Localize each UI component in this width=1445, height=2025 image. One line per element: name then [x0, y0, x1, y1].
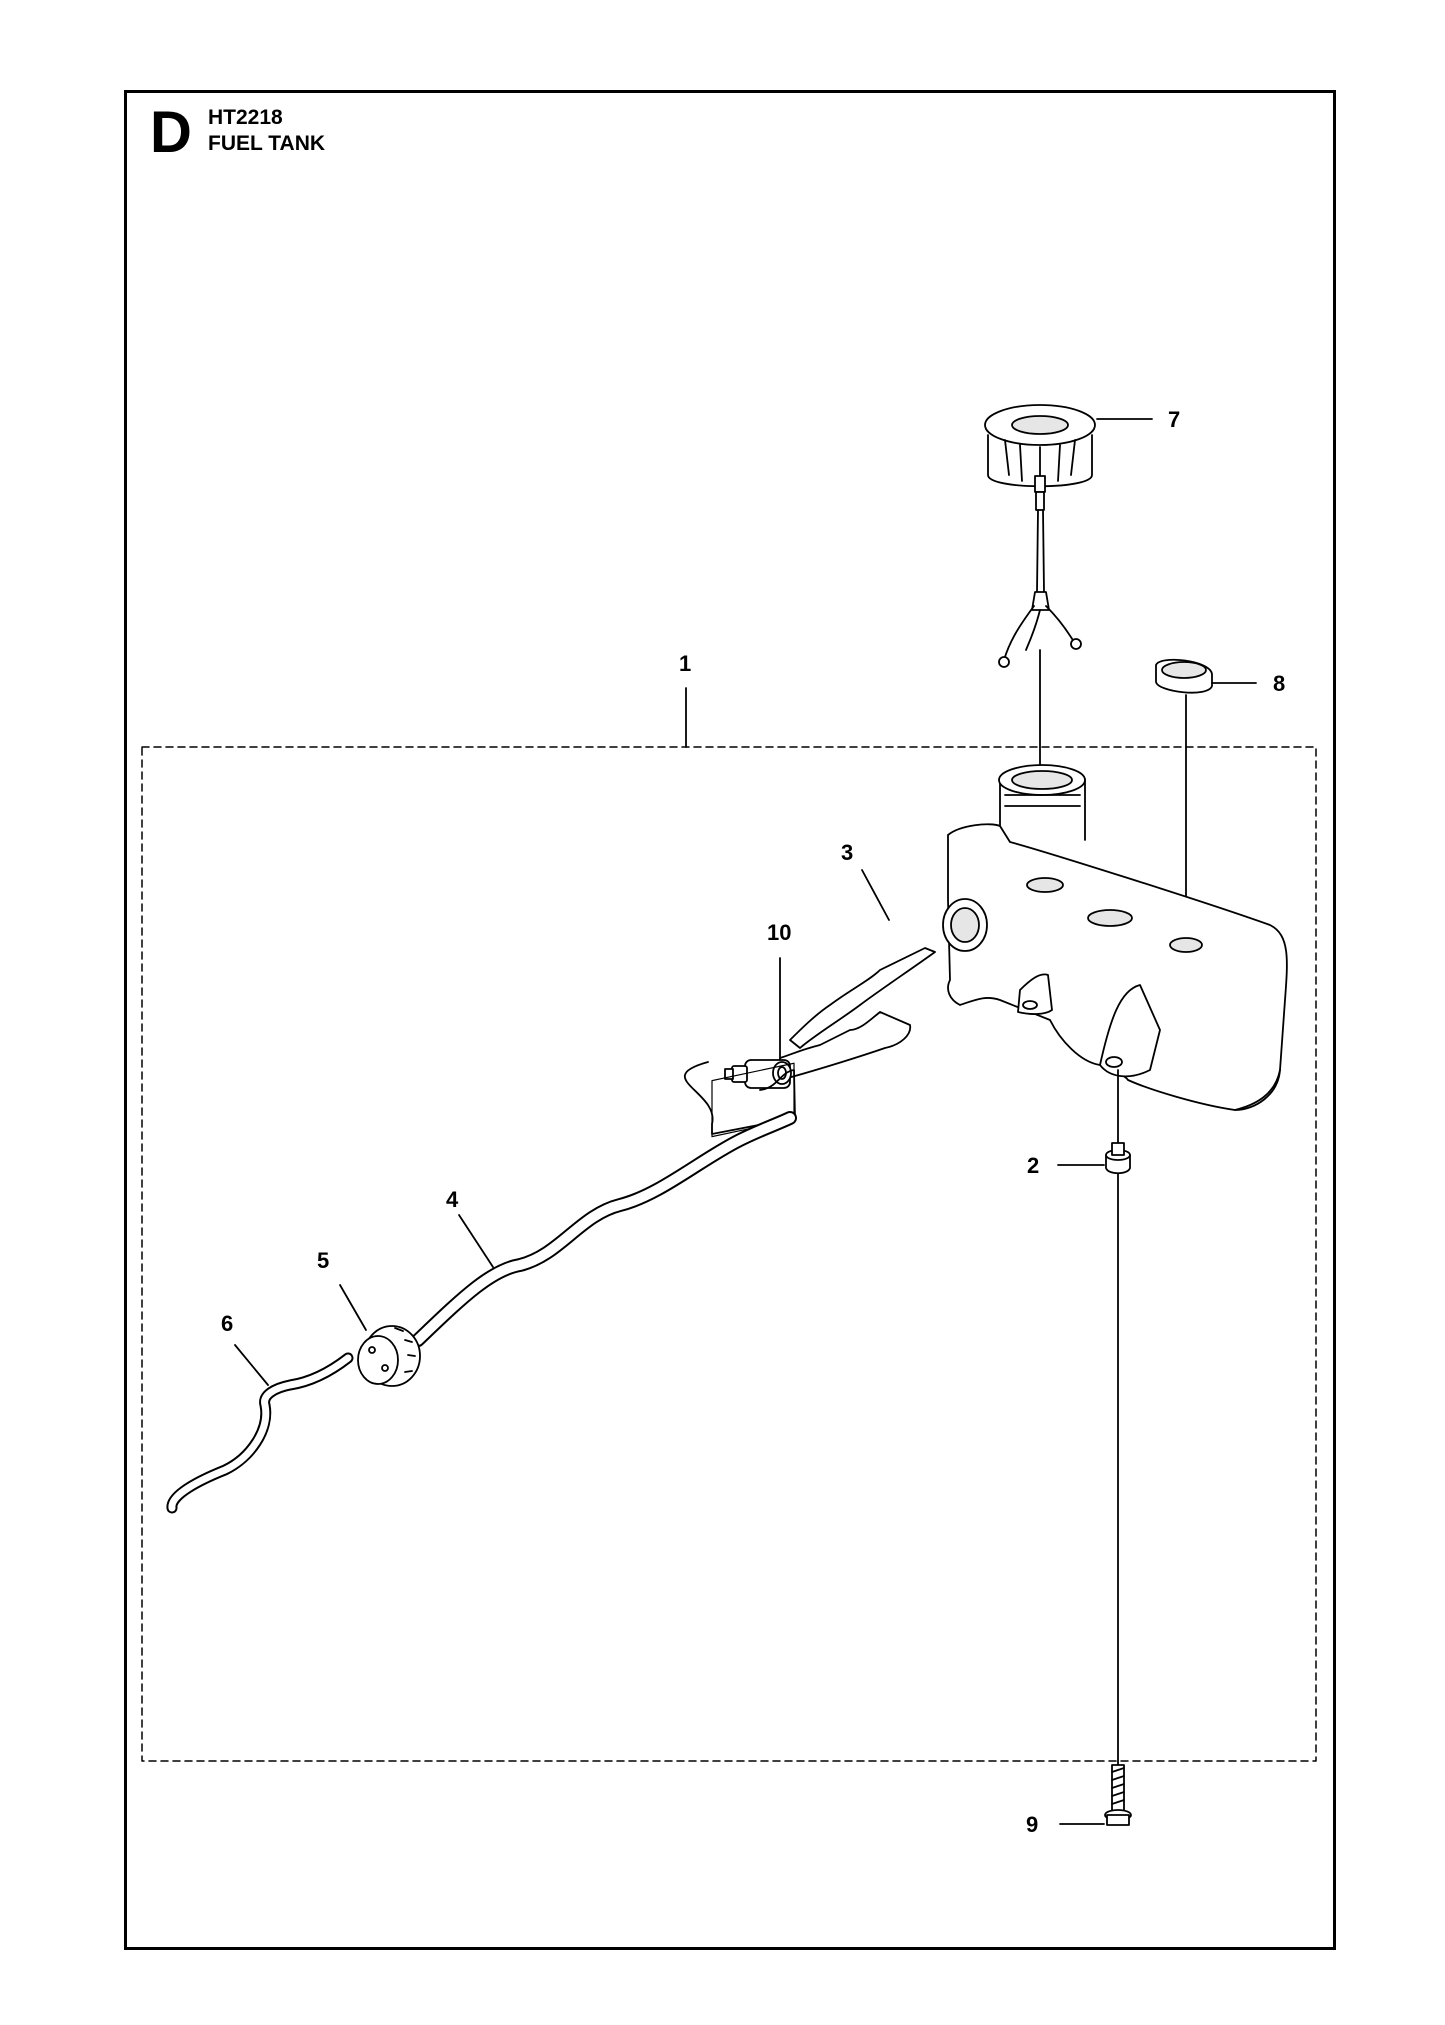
return-hose-inner [168, 1354, 352, 1512]
leader-6 [234, 1344, 269, 1386]
diagram-title: FUEL TANK [208, 132, 326, 155]
rubber-plug-part [1155, 658, 1213, 694]
callout-7: 7 [1168, 407, 1180, 432]
fuel-tank-body [942, 764, 1288, 1111]
diagram-frame [124, 90, 1336, 1950]
grommet-part [1105, 1142, 1131, 1175]
callout-9: 9 [1026, 1812, 1038, 1837]
fuel-hose-inner [413, 1113, 795, 1345]
fuel-hose-part [411, 1111, 797, 1347]
cap-tether-part [998, 509, 1082, 668]
leader-3 [861, 869, 890, 921]
assembly-boundary [141, 746, 1317, 1762]
model-code: HT2218 [208, 106, 283, 129]
callout-5: 5 [317, 1248, 329, 1273]
leader-4 [458, 1214, 494, 1268]
callout-2: 2 [1027, 1153, 1039, 1178]
fuel-filter-part [357, 1325, 421, 1387]
callout-4: 4 [446, 1187, 459, 1212]
callout-8: 8 [1273, 671, 1285, 696]
vent-valve-part [724, 947, 936, 1089]
screw-part [1104, 1764, 1132, 1826]
leader-5 [339, 1284, 367, 1331]
callout-3: 3 [841, 840, 853, 865]
callout-6: 6 [221, 1311, 233, 1336]
fuel-cap-part [984, 404, 1096, 511]
section-letter: D [150, 100, 192, 165]
callout-1: 1 [679, 651, 691, 676]
callout-10: 10 [767, 920, 791, 945]
